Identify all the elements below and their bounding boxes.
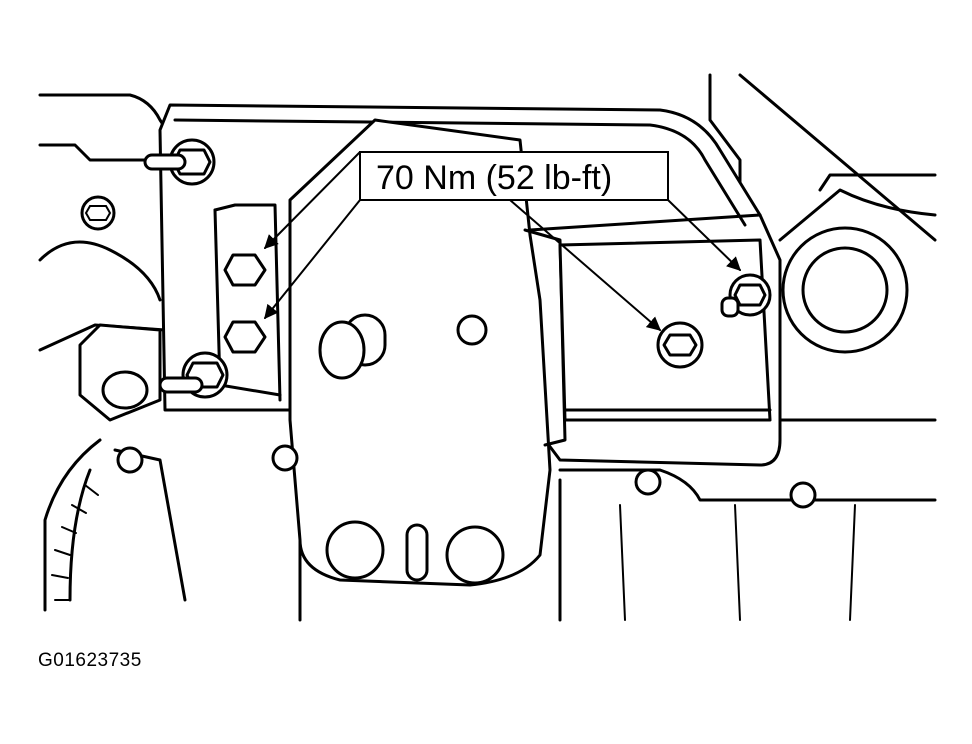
oil-pan-bolts [116,444,817,509]
left-boss [78,323,162,422]
bolt-far-left [80,195,116,231]
bolt-right-center [656,321,704,369]
figure-id: G01623735 [38,650,142,671]
leader-bolt-right [667,199,742,271]
torque-callout: 70 Nm (52 lb-ft) [359,151,669,201]
leader-nut-lower [264,199,361,320]
timing-gear [43,438,187,612]
bolt-upper-left-stud [143,138,216,186]
round-boss [781,226,909,354]
nut-upper-left [223,253,267,287]
bolt-upper-right-stud [720,273,772,318]
nut-lower-left [223,320,267,354]
bolt-lower-left-stud [158,351,229,399]
leader-nut-upper [264,151,361,249]
engine-block [38,73,937,622]
mount-features [318,313,505,585]
torque-callout-text: 70 Nm (52 lb-ft) [376,159,612,197]
callout-leaders [264,151,742,331]
leader-bolt-center [509,199,662,331]
